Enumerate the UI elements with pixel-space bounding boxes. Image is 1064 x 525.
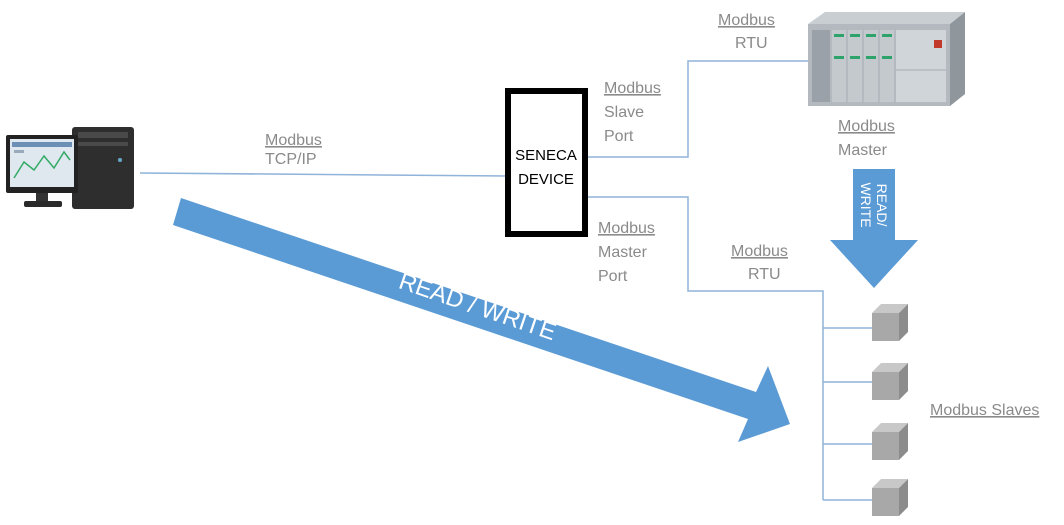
master-port-label-3: Port (598, 268, 628, 285)
slave-device-icon (872, 479, 908, 516)
slave-port-link (585, 60, 808, 158)
connection-lines (139, 60, 872, 501)
read-write-arrow: READ / WRITE (173, 198, 790, 442)
rtu-bottom-label-2: RTU (748, 266, 781, 283)
slave-device-icon (872, 423, 908, 460)
slave-device-icon (872, 304, 908, 341)
device-name-line2: DEVICE (518, 171, 574, 188)
device-name-line1: SENECA (515, 147, 577, 164)
computer-icon (6, 127, 134, 209)
master-port-label-1: Modbus (598, 220, 655, 237)
master-port-link (585, 196, 824, 500)
tcpip-link (139, 172, 509, 177)
slave-port-label-3: Port (604, 128, 634, 145)
rtu-top-label-1: Modbus (718, 12, 775, 29)
slave-port-label-2: Slave (604, 104, 644, 121)
plc-label-1: Modbus (838, 118, 895, 135)
vertical-arrow-label-1: READ/ (874, 184, 890, 227)
rtu-bottom-label-1: Modbus (731, 243, 788, 260)
vertical-arrow-label-2: WRITE (858, 182, 874, 227)
slave-device-icon (872, 363, 908, 400)
vertical-read-write-arrow: READ/ WRITE (830, 169, 918, 288)
plc-label-2: Master (838, 142, 888, 159)
tcpip-protocol-label: Modbus (265, 132, 322, 149)
slave-port-label-1: Modbus (604, 80, 661, 97)
seneca-device: SENECA DEVICE (505, 88, 588, 237)
plc-icon (808, 12, 965, 106)
rtu-top-label-2: RTU (735, 35, 768, 52)
tcpip-type-label: TCP/IP (265, 151, 317, 168)
slaves-label: Modbus Slaves (930, 402, 1039, 419)
master-port-label-2: Master (598, 244, 648, 261)
